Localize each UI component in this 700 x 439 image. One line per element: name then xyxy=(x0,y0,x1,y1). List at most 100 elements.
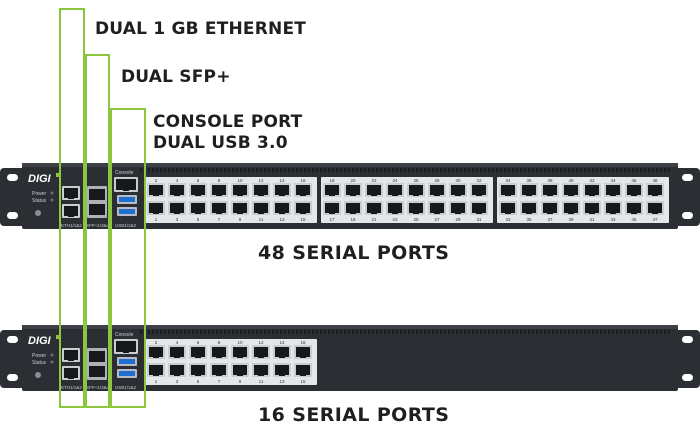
top-vent-slot xyxy=(604,168,606,172)
top-serial-port-5-latch xyxy=(195,211,201,214)
bottom-serial-port-7-latch xyxy=(216,373,222,376)
bottom-vent-slot xyxy=(228,330,230,334)
top-serial-port-21-latch xyxy=(371,211,377,214)
top-serial-port-5-socket xyxy=(191,203,205,213)
bottom-vent-slot xyxy=(340,330,342,334)
top-serial-port-19-socket xyxy=(346,203,360,213)
top-led-power xyxy=(50,191,54,195)
top-port-label-30: 30 xyxy=(455,178,461,183)
top-serial-port-22-latch xyxy=(371,193,377,196)
bottom-serial-port-14 xyxy=(273,345,291,359)
top-sfp-cage xyxy=(87,186,107,218)
top-vent-slot xyxy=(620,168,622,172)
bottom-vent-slot xyxy=(652,330,654,334)
bottom-vent-slot xyxy=(432,330,434,334)
bottom-serial-port-13-socket xyxy=(275,365,289,375)
top-serial-port-16 xyxy=(294,183,312,197)
top-port-label-33: 33 xyxy=(505,217,511,222)
top-serial-port-9-socket xyxy=(233,203,247,213)
bottom-vent-slot xyxy=(204,330,206,334)
top-serial-port-4 xyxy=(168,183,186,197)
top-ear-slot-right-bottom xyxy=(682,212,693,219)
bottom-ear-slot-left-bottom xyxy=(7,374,18,381)
bottom-vent-slot xyxy=(492,330,494,334)
top-vent-slot xyxy=(184,168,186,172)
bottom-vent-slot xyxy=(332,330,334,334)
bottom-vent-slot xyxy=(408,330,410,334)
bottom-port-label-3: 3 xyxy=(176,379,179,384)
bottom-serial-port-4-latch xyxy=(174,355,180,358)
top-serial-port-17-socket xyxy=(325,203,339,213)
bottom-port-label-5: 5 xyxy=(197,379,200,384)
bottom-vent-slot xyxy=(528,330,530,334)
top-serial-port-14-latch xyxy=(279,193,285,196)
top-serial-port-3-socket xyxy=(170,203,184,213)
top-serial-port-42-latch xyxy=(589,193,595,196)
top-serial-port-27 xyxy=(428,201,446,215)
top-port-label-4: 4 xyxy=(176,178,179,183)
top-vent-slot xyxy=(636,168,638,172)
bottom-vent-slot xyxy=(412,330,414,334)
bottom-port-label-16: 16 xyxy=(300,340,306,345)
bottom-vent-slot xyxy=(516,330,518,334)
bottom-label-sfp: SFP+1/3&4 xyxy=(86,385,110,390)
top-vent-slot xyxy=(448,168,450,172)
top-serial-port-16-socket xyxy=(296,185,310,195)
bottom-serial-port-5-socket xyxy=(191,365,205,375)
top-led-status xyxy=(50,198,54,202)
top-vent-slot xyxy=(488,168,490,172)
top-vent-slot xyxy=(256,168,258,172)
top-vent-slot xyxy=(504,168,506,172)
top-vent-slot xyxy=(328,168,330,172)
bottom-vent-slot xyxy=(392,330,394,334)
top-serial-port-14-socket xyxy=(275,185,289,195)
bottom-led-label-power: Power xyxy=(32,353,47,359)
bottom-vent-slot xyxy=(260,330,262,334)
bottom-vent-slot xyxy=(552,330,554,334)
bottom-vent-slot xyxy=(632,330,634,334)
bottom-serial-port-7-socket xyxy=(212,365,226,375)
bottom-vent-slot xyxy=(152,330,154,334)
bottom-vent-slot xyxy=(560,330,562,334)
top-vent-slot xyxy=(208,168,210,172)
top-chassis-top-edge xyxy=(22,163,678,167)
top-ear-slot-right-top xyxy=(682,174,693,181)
bottom-vent-slot xyxy=(576,330,578,334)
top-usb-port-2-tongue xyxy=(119,209,135,214)
bottom-vents xyxy=(140,330,670,334)
top-serial-port-29 xyxy=(449,201,467,215)
top-serial-port-33-latch xyxy=(505,211,511,214)
top-vent-slot xyxy=(576,168,578,172)
top-vent-slot xyxy=(252,168,254,172)
top-port-label-26: 26 xyxy=(413,178,419,183)
bottom-port-label-9: 9 xyxy=(239,379,242,384)
top-vent-slot xyxy=(524,168,526,172)
bottom-serial-port-2-latch xyxy=(153,355,159,358)
top-eth-port-2 xyxy=(62,204,80,218)
bottom-serial-port-14-socket xyxy=(275,347,289,357)
top-serial-port-45-latch xyxy=(631,211,637,214)
top-serial-port-7-latch xyxy=(216,211,222,214)
top-serial-port-21 xyxy=(365,201,383,215)
bottom-vent-slot xyxy=(292,330,294,334)
callout-dual-usb: DUAL USB 3.0 xyxy=(153,133,288,153)
top-vent-slot xyxy=(644,168,646,172)
bottom-vent-slot xyxy=(240,330,242,334)
top-serial-port-25-socket xyxy=(409,203,423,213)
top-serial-port-11 xyxy=(252,201,270,215)
bottom-vent-slot xyxy=(328,330,330,334)
top-serial-port-19-latch xyxy=(350,211,356,214)
top-vent-slot xyxy=(296,168,298,172)
top-vent-slot xyxy=(432,168,434,172)
bottom-serial-port-3 xyxy=(168,363,186,377)
bottom-vent-slot xyxy=(208,330,210,334)
bottom-port-label-11: 11 xyxy=(259,379,264,384)
top-serial-port-35 xyxy=(520,201,538,215)
top-serial-port-20 xyxy=(344,183,362,197)
bottom-eth-port-2 xyxy=(62,366,80,380)
top-serial-port-47-latch xyxy=(652,211,658,214)
bottom-usb-port-2 xyxy=(117,369,137,378)
top-serial-port-30-latch xyxy=(455,193,461,196)
top-vent-slot xyxy=(212,168,214,172)
top-serial-port-34-socket xyxy=(501,185,515,195)
